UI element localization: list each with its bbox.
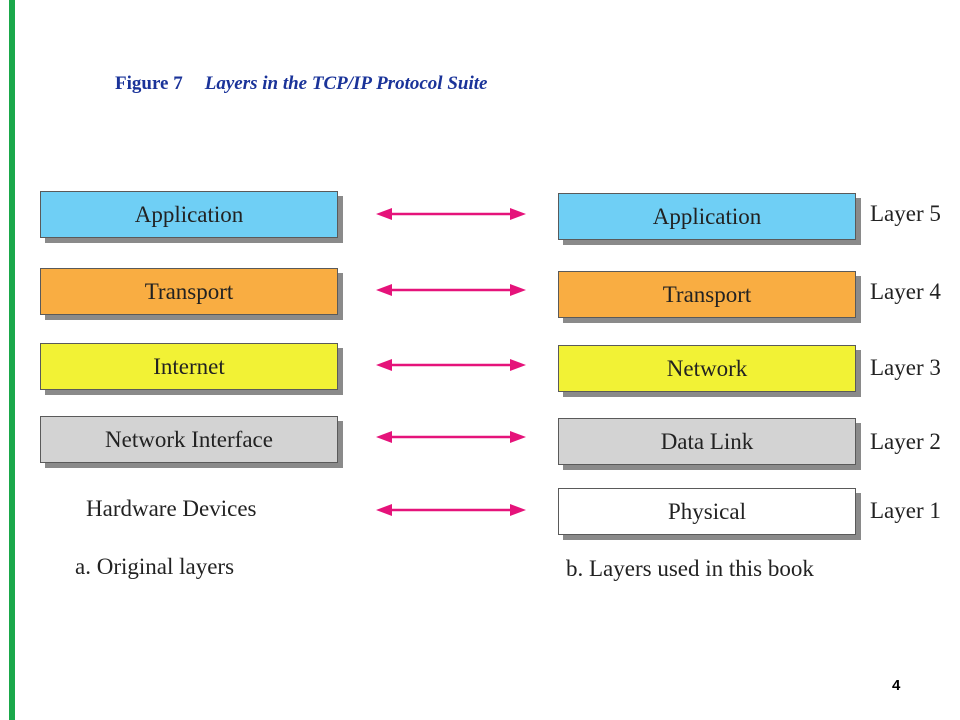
right-layer-label: Application [652,203,762,229]
left-layer-label: Application [134,201,244,227]
page-number: 4 [892,677,901,694]
figure-title: Figure 7 Layers in the TCP/IP Protocol Su… [115,73,487,95]
double-arrow-application [376,208,526,220]
left-layer-label: Network Interface [105,426,273,452]
layer-number-4: Layer 4 [870,279,941,304]
right-stack-caption: b. Layers used in this book [566,556,814,581]
right-layer-application: Application [558,193,856,240]
right-layer-label: Physical [668,498,746,524]
left-layer-application: Application [40,191,338,238]
right-layer-label: Data Link [660,428,754,454]
layer-number-5: Layer 5 [870,201,941,226]
right-layer-transport: Transport [558,271,856,318]
double-arrow-data-link [376,431,526,443]
figure-number: Figure 7 [115,73,183,94]
left-layer-internet: Internet [40,343,338,390]
left-layer-label: Internet [153,353,225,379]
double-arrow-physical [376,504,526,516]
double-arrow-transport [376,284,526,296]
double-arrow-network [376,359,526,371]
figure-caption: Layers in the TCP/IP Protocol Suite [204,73,488,94]
layer-number-3: Layer 3 [870,355,941,380]
left-layer-label: Transport [144,278,234,304]
right-layer-label: Transport [662,281,752,307]
layer-number-1: Layer 1 [870,498,941,523]
left-layer-network-interface: Network Interface [40,416,338,463]
right-layer-data-link: Data Link [558,418,856,465]
right-layer-physical: Physical [558,488,856,535]
right-layer-label: Network [666,355,748,381]
right-layer-network: Network [558,345,856,392]
left-stack-caption: a. Original layers [75,554,235,579]
left-layer-transport: Transport [40,268,338,315]
layer-number-2: Layer 2 [870,429,941,454]
slide-accent-bar [9,0,15,720]
hardware-devices-label: Hardware Devices [86,496,257,521]
